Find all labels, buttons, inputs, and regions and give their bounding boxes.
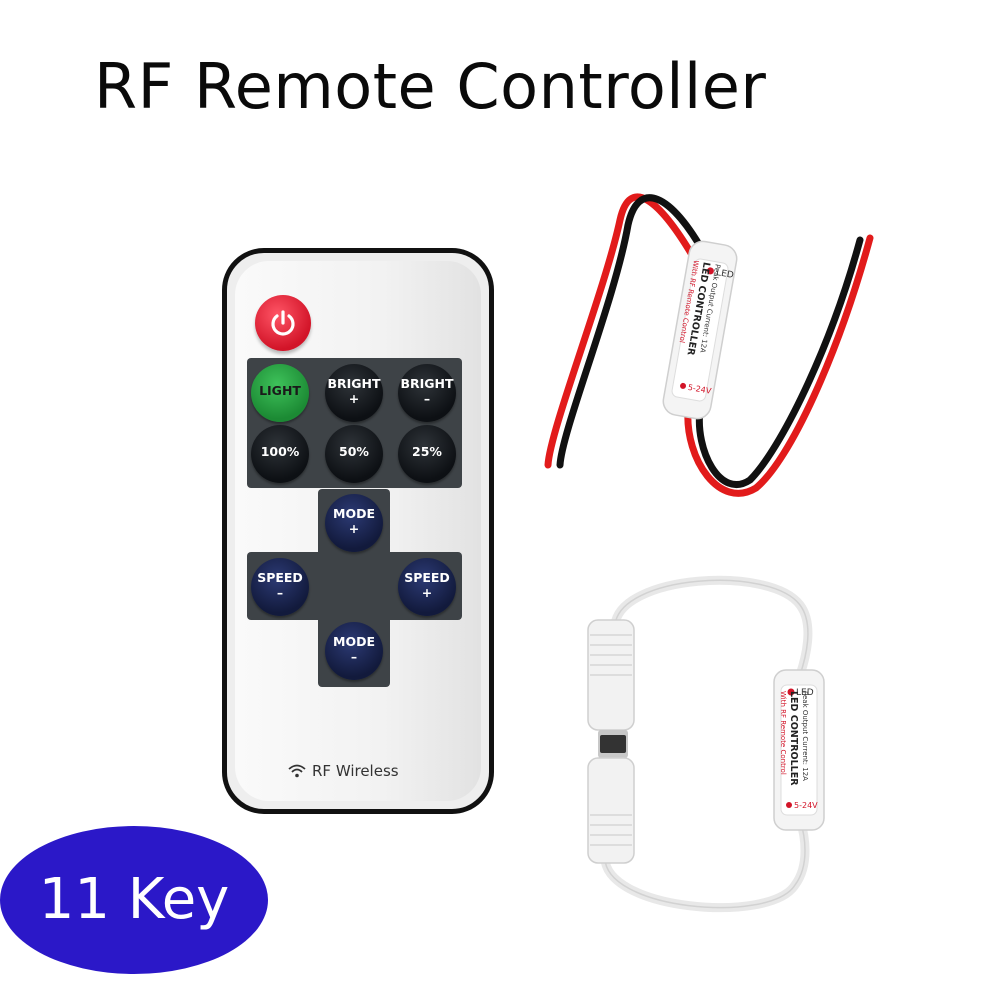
brightness-100-button[interactable]: 100% — [251, 425, 309, 483]
mode-plus-button[interactable]: MODE+ — [325, 494, 383, 552]
brightness-25-button[interactable]: 25% — [398, 425, 456, 483]
remote-control — [222, 248, 494, 814]
light-button[interactable]: LIGHT — [251, 364, 309, 422]
mode-minus-button[interactable]: MODE– — [325, 622, 383, 680]
controller-voltage: 5-24V — [687, 383, 712, 396]
key-count-label: 11 Key — [38, 867, 230, 932]
key-count-badge: 11 Key — [0, 826, 268, 974]
controller2-voltage: 5-24V — [794, 801, 818, 810]
page-title: RF Remote Controller — [94, 50, 767, 123]
led-controller-red-black-wire: LED LED CONTROLLER With RF Remote Contro… — [544, 193, 874, 497]
speed-minus-button[interactable]: SPEED– — [251, 558, 309, 616]
bright-plus-button[interactable]: BRIGHT+ — [325, 364, 383, 422]
speed-plus-button[interactable]: SPEED+ — [398, 558, 456, 616]
power-button[interactable] — [255, 295, 311, 351]
controller-led-label: LED — [715, 268, 734, 281]
controller2-subtitle: With RF Remote Control — [779, 691, 787, 775]
led-controller-white-dc: LED LED CONTROLLER With RF Remote Contro… — [587, 575, 825, 912]
controller2-led-label: LED — [796, 688, 814, 698]
bright-minus-button[interactable]: BRIGHT– — [398, 364, 456, 422]
brightness-50-button[interactable]: 50% — [325, 425, 383, 483]
controller2-title: LED CONTROLLER — [788, 691, 799, 786]
controller2-current: Peak Output Current: 12A — [801, 691, 809, 781]
wifi-icon — [288, 764, 306, 778]
rf-wireless-label: RF Wireless — [288, 762, 399, 780]
power-icon — [271, 310, 295, 336]
